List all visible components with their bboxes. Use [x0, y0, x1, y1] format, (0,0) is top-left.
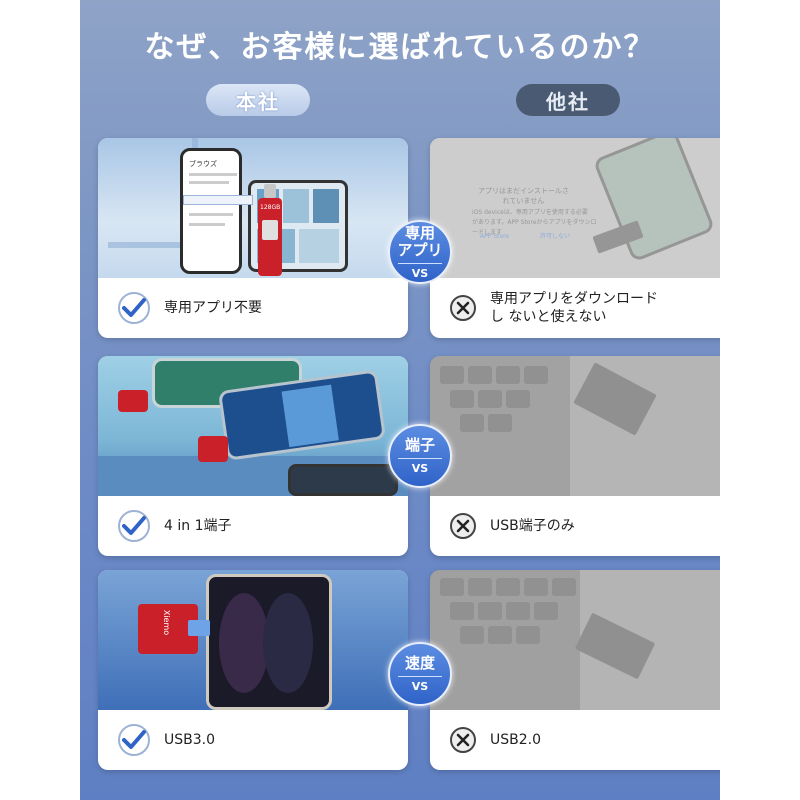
own-text-app: 専用アプリ不要	[164, 300, 262, 316]
other-label-port: USB端子のみ	[430, 496, 720, 556]
badge-vs: VS	[411, 462, 429, 475]
own-label-app: 専用アプリ不要	[98, 278, 408, 338]
usb-brand: Xiemo	[162, 609, 172, 636]
other-label-speed: USB2.0	[430, 710, 720, 770]
own-card-speed: Xiemo USB3.0	[98, 570, 408, 770]
dialog-cancel-button: 許可しない	[540, 233, 571, 240]
other-card-speed: USB2.0	[430, 570, 720, 770]
other-text-port: USB端子のみ	[490, 518, 575, 534]
own-card-port: 4 in 1端子	[98, 356, 408, 556]
other-text-app: 専用アプリをダウンロード し ないと使えない	[490, 291, 658, 325]
check-icon	[118, 292, 150, 324]
x-icon	[450, 727, 476, 753]
badge-category: 端子	[404, 436, 435, 454]
own-label-port: 4 in 1端子	[98, 496, 408, 556]
badge-vs: VS	[411, 266, 429, 280]
own-card-app: ブラウズ 128GB 専用アプリ不要	[98, 138, 408, 338]
column-label-own: 本社	[206, 84, 310, 116]
dialog-title: アプリはまだインストールさ れていません	[478, 187, 569, 205]
x-icon	[450, 513, 476, 539]
other-card-port: USB端子のみ	[430, 356, 720, 556]
usb-capacity: 128GB	[260, 204, 281, 211]
own-speed-image: Xiemo	[98, 570, 408, 710]
dialog-body: iOS deviceは、専用アプリを使用する必要 があります。APP Store…	[472, 209, 597, 236]
x-icon	[450, 295, 476, 321]
own-text-port: 4 in 1端子	[164, 518, 232, 534]
other-card-app: アプリはまだインストールさ れていません iOS deviceは、専用アプリを使…	[430, 138, 720, 338]
check-icon	[118, 510, 150, 542]
phone-screen-header: ブラウズ	[189, 160, 217, 168]
other-text-speed: USB2.0	[490, 732, 542, 748]
badge-category: 速度	[404, 654, 435, 672]
page-title: なぜ、お客様に選ばれているのか？	[144, 30, 656, 65]
badge-vs: VS	[411, 680, 429, 693]
other-label-app: 専用アプリをダウンロード し ないと使えない	[430, 278, 720, 338]
own-port-image	[98, 356, 408, 496]
other-app-image: アプリはまだインストールさ れていません iOS deviceは、専用アプリを使…	[430, 138, 720, 278]
own-app-image: ブラウズ 128GB	[98, 138, 408, 278]
category-badge-speed: 速度 VS	[388, 642, 452, 706]
category-badge-port: 端子 VS	[388, 424, 452, 488]
dialog-store-button: APP Store	[480, 233, 510, 240]
category-badge-app: 専用 アプリ VS	[388, 220, 452, 284]
badge-category: 専用 アプリ	[397, 223, 443, 259]
comparison-stage: なぜ、お客様に選ばれているのか？ 本社 他社 ブラウズ	[80, 0, 720, 800]
other-port-image	[430, 356, 720, 496]
own-text-speed: USB3.0	[164, 732, 216, 748]
other-speed-image	[430, 570, 720, 710]
own-label-speed: USB3.0	[98, 710, 408, 770]
check-icon	[118, 724, 150, 756]
column-label-other: 他社	[516, 84, 620, 116]
